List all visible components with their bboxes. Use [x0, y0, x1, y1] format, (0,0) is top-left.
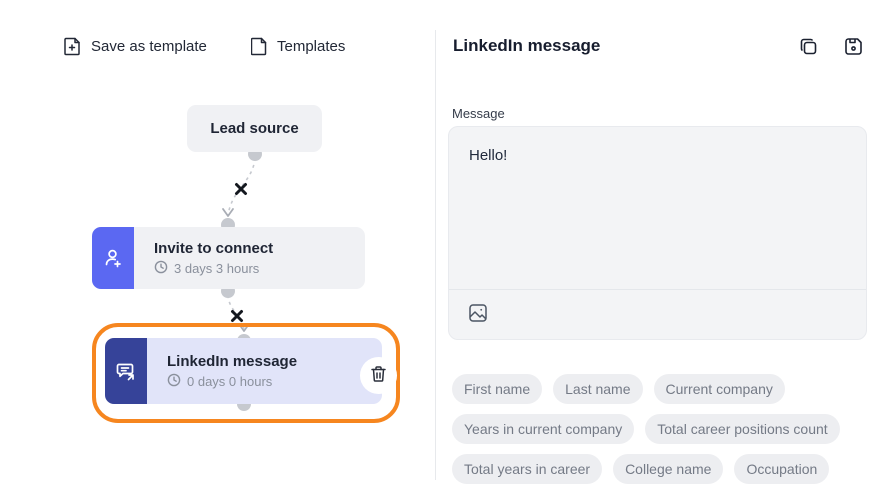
node-invite-delay: 3 days 3 hours: [174, 260, 260, 276]
chip-current-company[interactable]: Current company: [653, 374, 785, 404]
node-lead-source-title: Lead source: [210, 120, 299, 137]
chip-total-years-in-career[interactable]: Total years in career: [452, 454, 603, 484]
node-invite-to-connect[interactable]: Invite to connect 3 days 3 hours: [92, 227, 365, 289]
chip-college-name[interactable]: College name: [613, 454, 724, 484]
trash-icon: [370, 365, 387, 386]
chip-occupation[interactable]: Occupation: [734, 454, 830, 484]
message-editor-divider: [449, 289, 866, 290]
chip-total-career-positions-count[interactable]: Total career positions count: [645, 414, 840, 444]
person-add-icon: [92, 227, 134, 289]
templates-label: Templates: [277, 38, 346, 55]
panel-divider: [435, 30, 436, 480]
chip-last-name[interactable]: Last name: [553, 374, 643, 404]
message-editor-footer: [449, 290, 866, 339]
message-send-icon: [105, 338, 147, 404]
edge-arrow-icon: [238, 323, 250, 332]
node-linkedin-delay: 0 days 0 hours: [187, 373, 273, 389]
message-input[interactable]: Hello!: [449, 127, 866, 289]
save-as-template-label: Save as template: [91, 38, 207, 55]
chip-years-in-current-company[interactable]: Years in current company: [452, 414, 635, 444]
remove-edge-icon[interactable]: [235, 183, 247, 195]
save-disk-icon: [844, 37, 863, 59]
variable-chips: First name Last name Current company Yea…: [452, 374, 868, 484]
file-icon: [251, 37, 267, 56]
node-linkedin-title: LinkedIn message: [167, 352, 298, 370]
copy-icon: [799, 37, 819, 60]
panel-title: LinkedIn message: [453, 36, 601, 55]
chip-first-name[interactable]: First name: [452, 374, 543, 404]
attach-image-button[interactable]: [468, 303, 488, 326]
duplicate-step-button[interactable]: [797, 36, 821, 60]
templates-button[interactable]: Templates: [251, 37, 345, 56]
save-as-template-button[interactable]: Save as template: [64, 37, 207, 56]
node-invite-title: Invite to connect: [154, 239, 274, 257]
edge-arrow-icon: [222, 208, 234, 217]
image-icon: [468, 303, 488, 326]
remove-edge-icon[interactable]: [231, 310, 243, 322]
delete-node-button[interactable]: [360, 357, 397, 394]
message-editor: Hello!: [448, 126, 867, 340]
file-plus-icon: [64, 37, 81, 56]
save-step-button[interactable]: [841, 36, 865, 60]
clock-icon: [154, 260, 168, 277]
node-lead-source[interactable]: Lead source: [187, 105, 322, 152]
node-linkedin-message[interactable]: LinkedIn message 0 days 0 hours: [105, 338, 382, 404]
message-label: Message: [452, 106, 505, 121]
clock-icon: [167, 373, 181, 390]
